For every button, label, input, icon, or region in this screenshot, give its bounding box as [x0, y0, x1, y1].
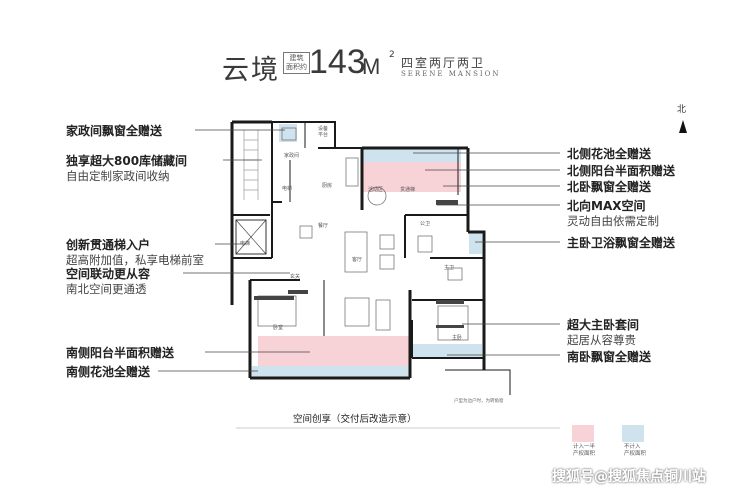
watermark: 搜狐号@搜狐焦点铜川站 — [552, 469, 706, 485]
english-name: SERENE MANSION — [401, 70, 501, 78]
south-bay-window-zone — [412, 344, 482, 358]
room-equipment-platform: 设备 平台 — [318, 126, 329, 138]
label-storage-room-sub: 自由定制家政间收纳 — [66, 169, 170, 183]
laundry-bay-window-zone — [279, 124, 297, 142]
north-planter-zone — [363, 148, 461, 162]
area-unit-superscript: 2 — [389, 50, 395, 60]
north-label: 北 — [677, 105, 687, 115]
label-south-planter: 南侧花池全赠送 — [66, 365, 151, 379]
label-south-balcony: 南侧阳台半面积赠送 — [66, 346, 175, 360]
label-through-elevator: 创新贯通梯入户 — [66, 238, 151, 252]
area-unit: M — [362, 54, 381, 79]
south-planter-zone — [252, 366, 410, 377]
legend-pink-text: 计入一半 产权面积 — [573, 444, 595, 458]
wardrobe-hatches — [254, 200, 464, 328]
legend-pink-line1: 计入一半 — [573, 444, 596, 450]
label-north-max-space-sub: 灵动自由依需定制 — [567, 214, 659, 228]
area-descriptor-line2: 面积约 — [286, 63, 307, 71]
label-storage-room: 独享超大800库储藏间 — [66, 154, 188, 168]
master-bath-window-zone — [469, 232, 482, 254]
room-kitchen: 厨房 — [322, 183, 333, 189]
room-public-bath: 公卫 — [420, 221, 431, 227]
room-dining: 餐厅 — [318, 223, 329, 229]
label-space-link-sub: 南北空间更通透 — [66, 282, 147, 296]
room-elevator: 电梯 — [240, 241, 251, 247]
legend-blue-line1: 不计入 — [624, 444, 641, 450]
walls — [230, 120, 511, 395]
south-balcony-zone — [258, 336, 410, 366]
label-north-balcony: 北侧阳台半面积赠送 — [567, 164, 676, 178]
room-master-bedroom: 主卧 — [452, 335, 463, 341]
label-master-suite-sub: 起居从容尊贵 — [567, 333, 636, 347]
corner-window-note: 户型为边户时，为转角窗 — [454, 399, 504, 404]
legend-pink-swatch — [572, 425, 594, 442]
elevator-box — [235, 219, 267, 255]
label-south-bay-window: 南卧飘窗全赠送 — [567, 350, 652, 364]
label-master-suite: 超大主卧套间 — [567, 318, 640, 332]
label-laundry-bay-window: 家政间飘窗全赠送 — [66, 124, 163, 138]
room-activity-area: 活动区 — [368, 187, 384, 193]
stair-hatch — [243, 130, 259, 200]
room-config: 四室两厅两卫 — [401, 56, 486, 70]
room-living: 客厅 — [352, 257, 363, 263]
area-descriptor-line1: 建筑 — [289, 54, 304, 62]
label-space-link: 空间联动更从容 — [66, 267, 151, 281]
label-north-max-space: 北向MAX空间 — [567, 199, 646, 213]
room-foyer: 玄关 — [290, 274, 301, 280]
leader-lines — [158, 129, 560, 372]
room-master-bath: 主卫 — [444, 265, 455, 271]
room-bedroom: 卧室 — [273, 325, 284, 331]
label-north-planter: 北侧花池全赠送 — [567, 147, 652, 161]
project-name: 云境 — [222, 55, 280, 86]
area-value: 143 — [309, 43, 366, 81]
plan-caption: 空间创享（交付后改造示意） — [293, 414, 417, 425]
label-through-elevator-sub: 超高附加值，私享电梯前室 — [66, 253, 204, 267]
area-descriptor: 建筑 面积约 — [283, 52, 310, 74]
label-master-bath-window: 主卧卫浴飘窗全赠送 — [567, 236, 676, 250]
room-through-stair: 贯通梯 — [400, 187, 416, 193]
north-arrow-icon — [679, 120, 687, 133]
room-laundry: 家政间 — [284, 153, 300, 159]
legend-blue-swatch — [622, 425, 644, 442]
legend-blue-line2: 产权面积 — [624, 451, 647, 457]
room-elevator-small: 电梯 — [282, 186, 293, 192]
legend-pink-line2: 产权面积 — [573, 451, 596, 457]
label-north-bay-window: 北卧飘窗全赠送 — [567, 180, 652, 194]
legend-blue-text: 不计入 产权面积 — [624, 444, 646, 458]
